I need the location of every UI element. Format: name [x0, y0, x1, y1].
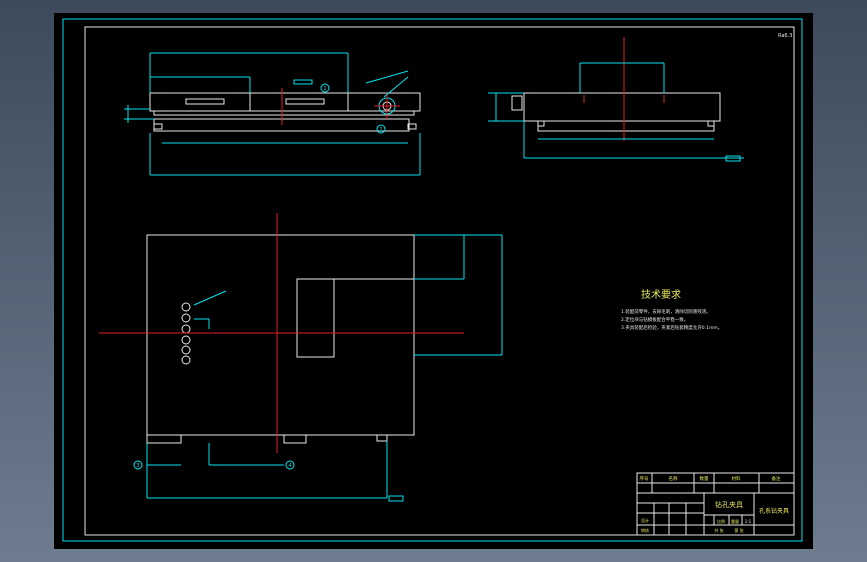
top-view: 3 4: [99, 213, 503, 502]
title-block-cell: 备注: [772, 475, 781, 482]
tech-requirement-item: 1.装配前零件，去除毛刺，清除切削液残渣。: [621, 308, 711, 315]
svg-text:4: 4: [288, 463, 291, 469]
svg-text:3: 3: [136, 463, 139, 469]
title-block: 序号 名称 数量 材料 备注 钻孔夹具 孔系钻夹具 设计 审核 比例 重量 共 …: [636, 472, 795, 536]
svg-text:2: 2: [379, 127, 382, 133]
tech-requirements-title: 技术要求: [641, 288, 681, 301]
scale-value: 1:1: [745, 519, 752, 524]
title-block-cell: 审核: [641, 527, 649, 533]
tech-requirements: 技术要求 1.装配前零件，去除毛刺，清除切削液残渣。 2.定位块与钻模板配合平稳…: [621, 288, 722, 331]
title-block-cell: 第 张: [734, 527, 743, 533]
corner-mark: Ra6.3: [778, 33, 792, 39]
title-block-cell: 数量: [700, 475, 709, 482]
tech-requirement-item: 3.夹具装配后检验，夹紧后钻套精度允许0.1mm。: [621, 324, 722, 331]
title-block-cell: 序号: [640, 475, 649, 482]
title-block-cell: 材料: [732, 475, 741, 482]
inner-border: [84, 26, 795, 536]
side-view: [488, 37, 744, 162]
outer-border: [62, 18, 803, 542]
title-block-cell: 共 张: [714, 527, 723, 533]
drawing-name: 孔系钻夹具: [759, 507, 789, 515]
drawing-sheet: Ra6.3: [54, 13, 813, 549]
svg-text:1: 1: [323, 86, 326, 92]
title-block-cell: 名称: [669, 475, 678, 482]
title-block-cell: 重量: [731, 518, 739, 524]
drawing-canvas: Ra6.3: [62, 18, 803, 542]
title-block-cell: 设计: [641, 517, 649, 523]
tech-requirement-item: 2.定位块与钻模板配合平稳一致。: [621, 316, 688, 323]
front-view: 1 2: [124, 52, 421, 176]
title-block-cell: 比例: [717, 518, 725, 524]
part-name: 钻孔夹具: [715, 500, 743, 509]
